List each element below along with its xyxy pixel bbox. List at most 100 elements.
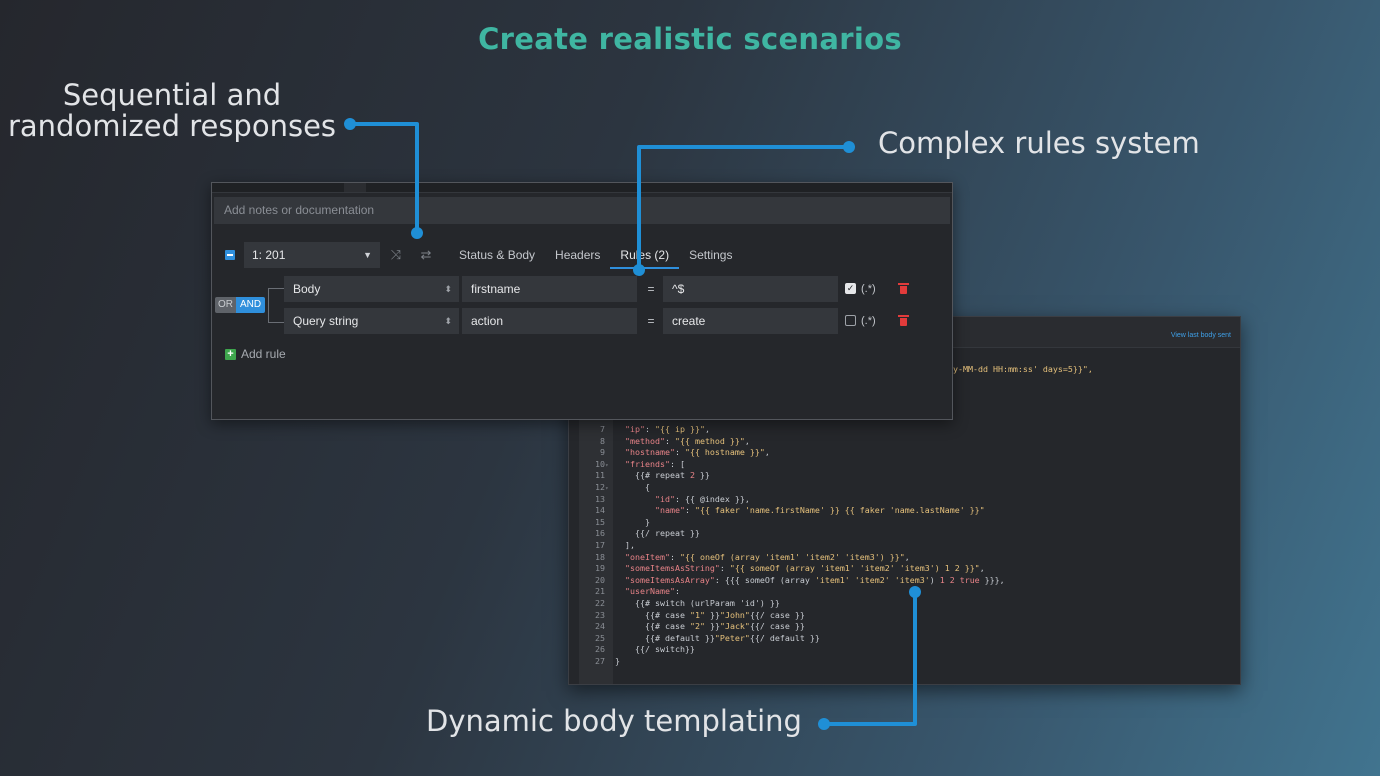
line-number: 26 bbox=[595, 644, 605, 655]
code-line: 24 {{# case "2" }}"Jack"{{/ case }} bbox=[579, 621, 805, 633]
code-text: { bbox=[644, 482, 650, 492]
code-text: "userName": bbox=[625, 586, 680, 597]
notes-input[interactable]: Add notes or documentation bbox=[214, 197, 950, 224]
rules-operator-toggle: OR AND bbox=[215, 297, 265, 313]
code-line: 8 "method": "{{ method }}", bbox=[579, 436, 750, 448]
tab-headers[interactable]: Headers bbox=[555, 248, 601, 262]
response-tabs: Status & Body Headers Rules (2) Settings bbox=[449, 242, 742, 269]
code-line: 21 "userName": bbox=[579, 586, 680, 598]
code-text: "id": {{ @index }}, bbox=[654, 493, 750, 504]
rule-value-input[interactable]: ^$ bbox=[663, 276, 838, 302]
rule-target-select[interactable]: Body ⬍ bbox=[284, 276, 459, 302]
code-line: 16 {{/ repeat }} bbox=[579, 528, 700, 540]
rule-target-select[interactable]: Query string ⬍ bbox=[284, 308, 459, 334]
callout-rules-system: Complex rules system bbox=[878, 126, 1200, 160]
code-text: "oneItem": "{{ oneOf (array 'item1' 'ite… bbox=[625, 551, 910, 562]
line-number: 13 bbox=[595, 493, 605, 504]
response-select[interactable]: 1: 201 ▼ bbox=[244, 242, 380, 268]
regex-checkbox[interactable] bbox=[845, 315, 856, 326]
code-line: 20 "someItemsAsArray": {{{ someOf (array… bbox=[579, 575, 1005, 587]
line-number: 25 bbox=[595, 632, 605, 643]
line-number: 27 bbox=[595, 656, 605, 666]
line-number: 20 bbox=[595, 574, 605, 585]
response-select-value: 1: 201 bbox=[252, 248, 286, 262]
line-number: 16 bbox=[595, 528, 605, 539]
rule-property-input[interactable]: firstname bbox=[462, 276, 637, 302]
code-text: {{/ repeat }} bbox=[634, 528, 700, 539]
line-number: 11 bbox=[595, 470, 605, 481]
line-number: 22 bbox=[595, 598, 605, 608]
code-text: ], bbox=[625, 540, 635, 550]
line-number: 10 bbox=[595, 458, 605, 469]
add-rule-label: Add rule bbox=[241, 347, 286, 361]
rules-bracket bbox=[268, 288, 285, 323]
code-text: "someItemsAsString": "{{ someOf (array '… bbox=[625, 563, 985, 574]
shuffle-icon[interactable]: ⤨ bbox=[390, 247, 402, 262]
route-response-panel: Add notes or documentation 1: 201 ▼ ⤨ ⇄ … bbox=[211, 182, 953, 420]
callout-body-templating: Dynamic body templating bbox=[426, 704, 802, 738]
code-text: {{# case "2" }}"Jack"{{/ case }} bbox=[644, 621, 805, 632]
code-line: 7 "ip": "{{ ip }}", bbox=[579, 424, 710, 436]
line-number: 7 bbox=[600, 424, 605, 434]
code-line: 13 "id": {{ @index }}, bbox=[579, 494, 750, 506]
trash-icon[interactable] bbox=[898, 283, 909, 294]
line-number: 17 bbox=[595, 540, 605, 550]
callout-sequential-responses: Sequential and randomized responses bbox=[4, 80, 340, 142]
code-line: 9 "hostname": "{{ hostname }}", bbox=[579, 447, 770, 459]
rule-property-input[interactable]: action bbox=[462, 308, 637, 334]
rule-value-input[interactable]: create bbox=[663, 308, 838, 334]
tab-settings[interactable]: Settings bbox=[689, 248, 733, 262]
code-line: 23 {{# case "1" }}"John"{{/ case }} bbox=[579, 610, 805, 622]
tab-rules[interactable]: Rules (2) bbox=[610, 242, 680, 269]
code-text: "someItemsAsArray": {{{ someOf (array 'i… bbox=[625, 574, 1005, 585]
regex-label: (.*) bbox=[861, 283, 876, 295]
connector-dot bbox=[344, 118, 356, 130]
or-toggle[interactable]: OR bbox=[215, 297, 236, 313]
line-number: 15 bbox=[595, 516, 605, 527]
regex-checkbox[interactable]: ✓ bbox=[845, 283, 856, 294]
code-text: "method": "{{ method }}", bbox=[625, 435, 750, 446]
and-toggle[interactable]: AND bbox=[236, 297, 265, 313]
code-text: "friends": [ bbox=[625, 458, 685, 469]
rule-operator: = bbox=[647, 282, 655, 296]
line-number: 9 bbox=[600, 447, 605, 458]
code-text: {{# switch (urlParam 'id') }} bbox=[634, 598, 780, 608]
line-number: 14 bbox=[595, 505, 605, 516]
headline: Create realistic scenarios bbox=[478, 22, 902, 56]
repeat-icon[interactable]: ⇄ bbox=[420, 247, 432, 262]
callout-sequential-line1: Sequential and bbox=[62, 78, 282, 112]
line-number: 18 bbox=[595, 551, 605, 562]
line-number: 12 bbox=[595, 482, 605, 492]
add-rule-button[interactable]: + Add rule bbox=[225, 347, 286, 361]
code-text: } bbox=[644, 516, 650, 527]
code-line: 27} bbox=[579, 656, 620, 668]
code-line: 25 {{# default }}"Peter"{{/ default }} bbox=[579, 633, 820, 645]
view-last-body-link[interactable]: View last body sent bbox=[1170, 332, 1231, 339]
code-text: {{# repeat 2 }} bbox=[634, 470, 710, 481]
code-line: 17 ], bbox=[579, 540, 635, 552]
code-text: "hostname": "{{ hostname }}", bbox=[625, 447, 770, 458]
callout-sequential-line2: randomized responses bbox=[7, 109, 337, 143]
collapse-icon[interactable] bbox=[225, 250, 235, 260]
line-number: 8 bbox=[600, 435, 605, 446]
line-number: 24 bbox=[595, 621, 605, 632]
code-text: {{# default }}"Peter"{{/ default }} bbox=[644, 632, 820, 643]
code-line: 10▾ "friends": [ bbox=[579, 459, 685, 471]
code-text: {{/ switch}} bbox=[634, 644, 695, 655]
connector-dot bbox=[843, 141, 855, 153]
code-line: 11 {{# repeat 2 }} bbox=[579, 470, 710, 482]
rule-target-value: Body bbox=[293, 282, 321, 296]
connector-dot bbox=[818, 718, 830, 730]
tab-caret bbox=[344, 183, 366, 192]
code-text: {{# case "1" }}"John"{{/ case }} bbox=[644, 609, 805, 620]
code-line: 12▾ { bbox=[579, 482, 650, 494]
rule-operator: = bbox=[647, 314, 655, 328]
fold-caret-icon[interactable]: ▾ bbox=[605, 461, 609, 469]
code-text: "ip": "{{ ip }}", bbox=[625, 424, 710, 434]
code-partial-line: yy-MM-dd HH:mm:ss' days=5}}", bbox=[948, 364, 1093, 374]
tab-status-body[interactable]: Status & Body bbox=[459, 248, 536, 262]
fold-caret-icon[interactable]: ▾ bbox=[605, 485, 609, 492]
panel-top-strip bbox=[212, 183, 952, 193]
trash-icon[interactable] bbox=[898, 315, 909, 326]
sort-icon: ⬍ bbox=[444, 284, 452, 294]
